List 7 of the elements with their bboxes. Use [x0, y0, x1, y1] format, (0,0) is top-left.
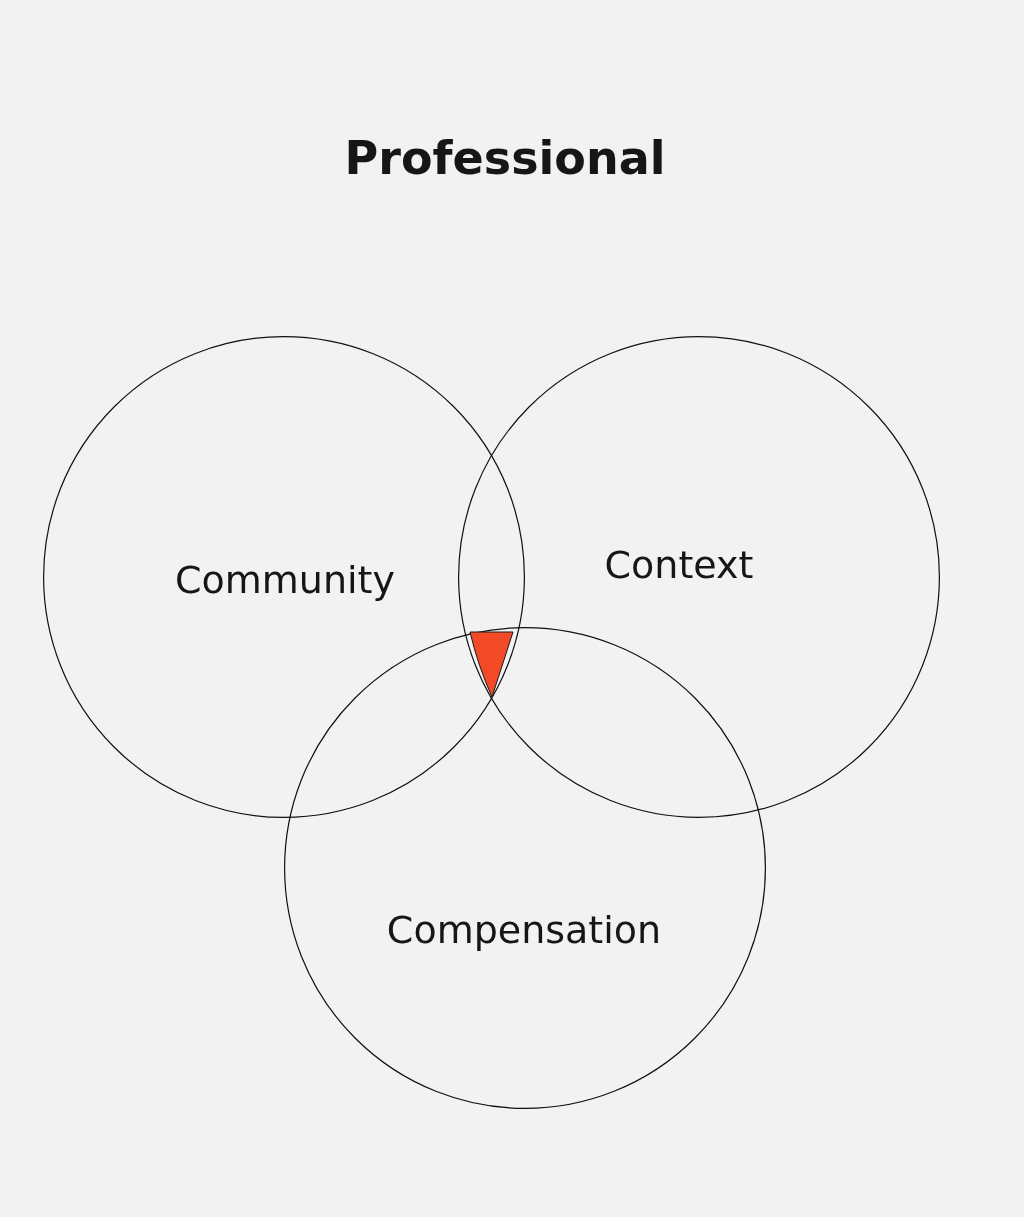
diagram-title: Professional — [343, 130, 667, 187]
venn-circle — [284, 627, 766, 1109]
circle-label: Community — [175, 557, 395, 603]
circle-label: Compensation — [386, 907, 662, 953]
circle-label: Context — [604, 542, 754, 588]
venn-circle — [458, 336, 940, 818]
venn-circle — [43, 336, 525, 818]
